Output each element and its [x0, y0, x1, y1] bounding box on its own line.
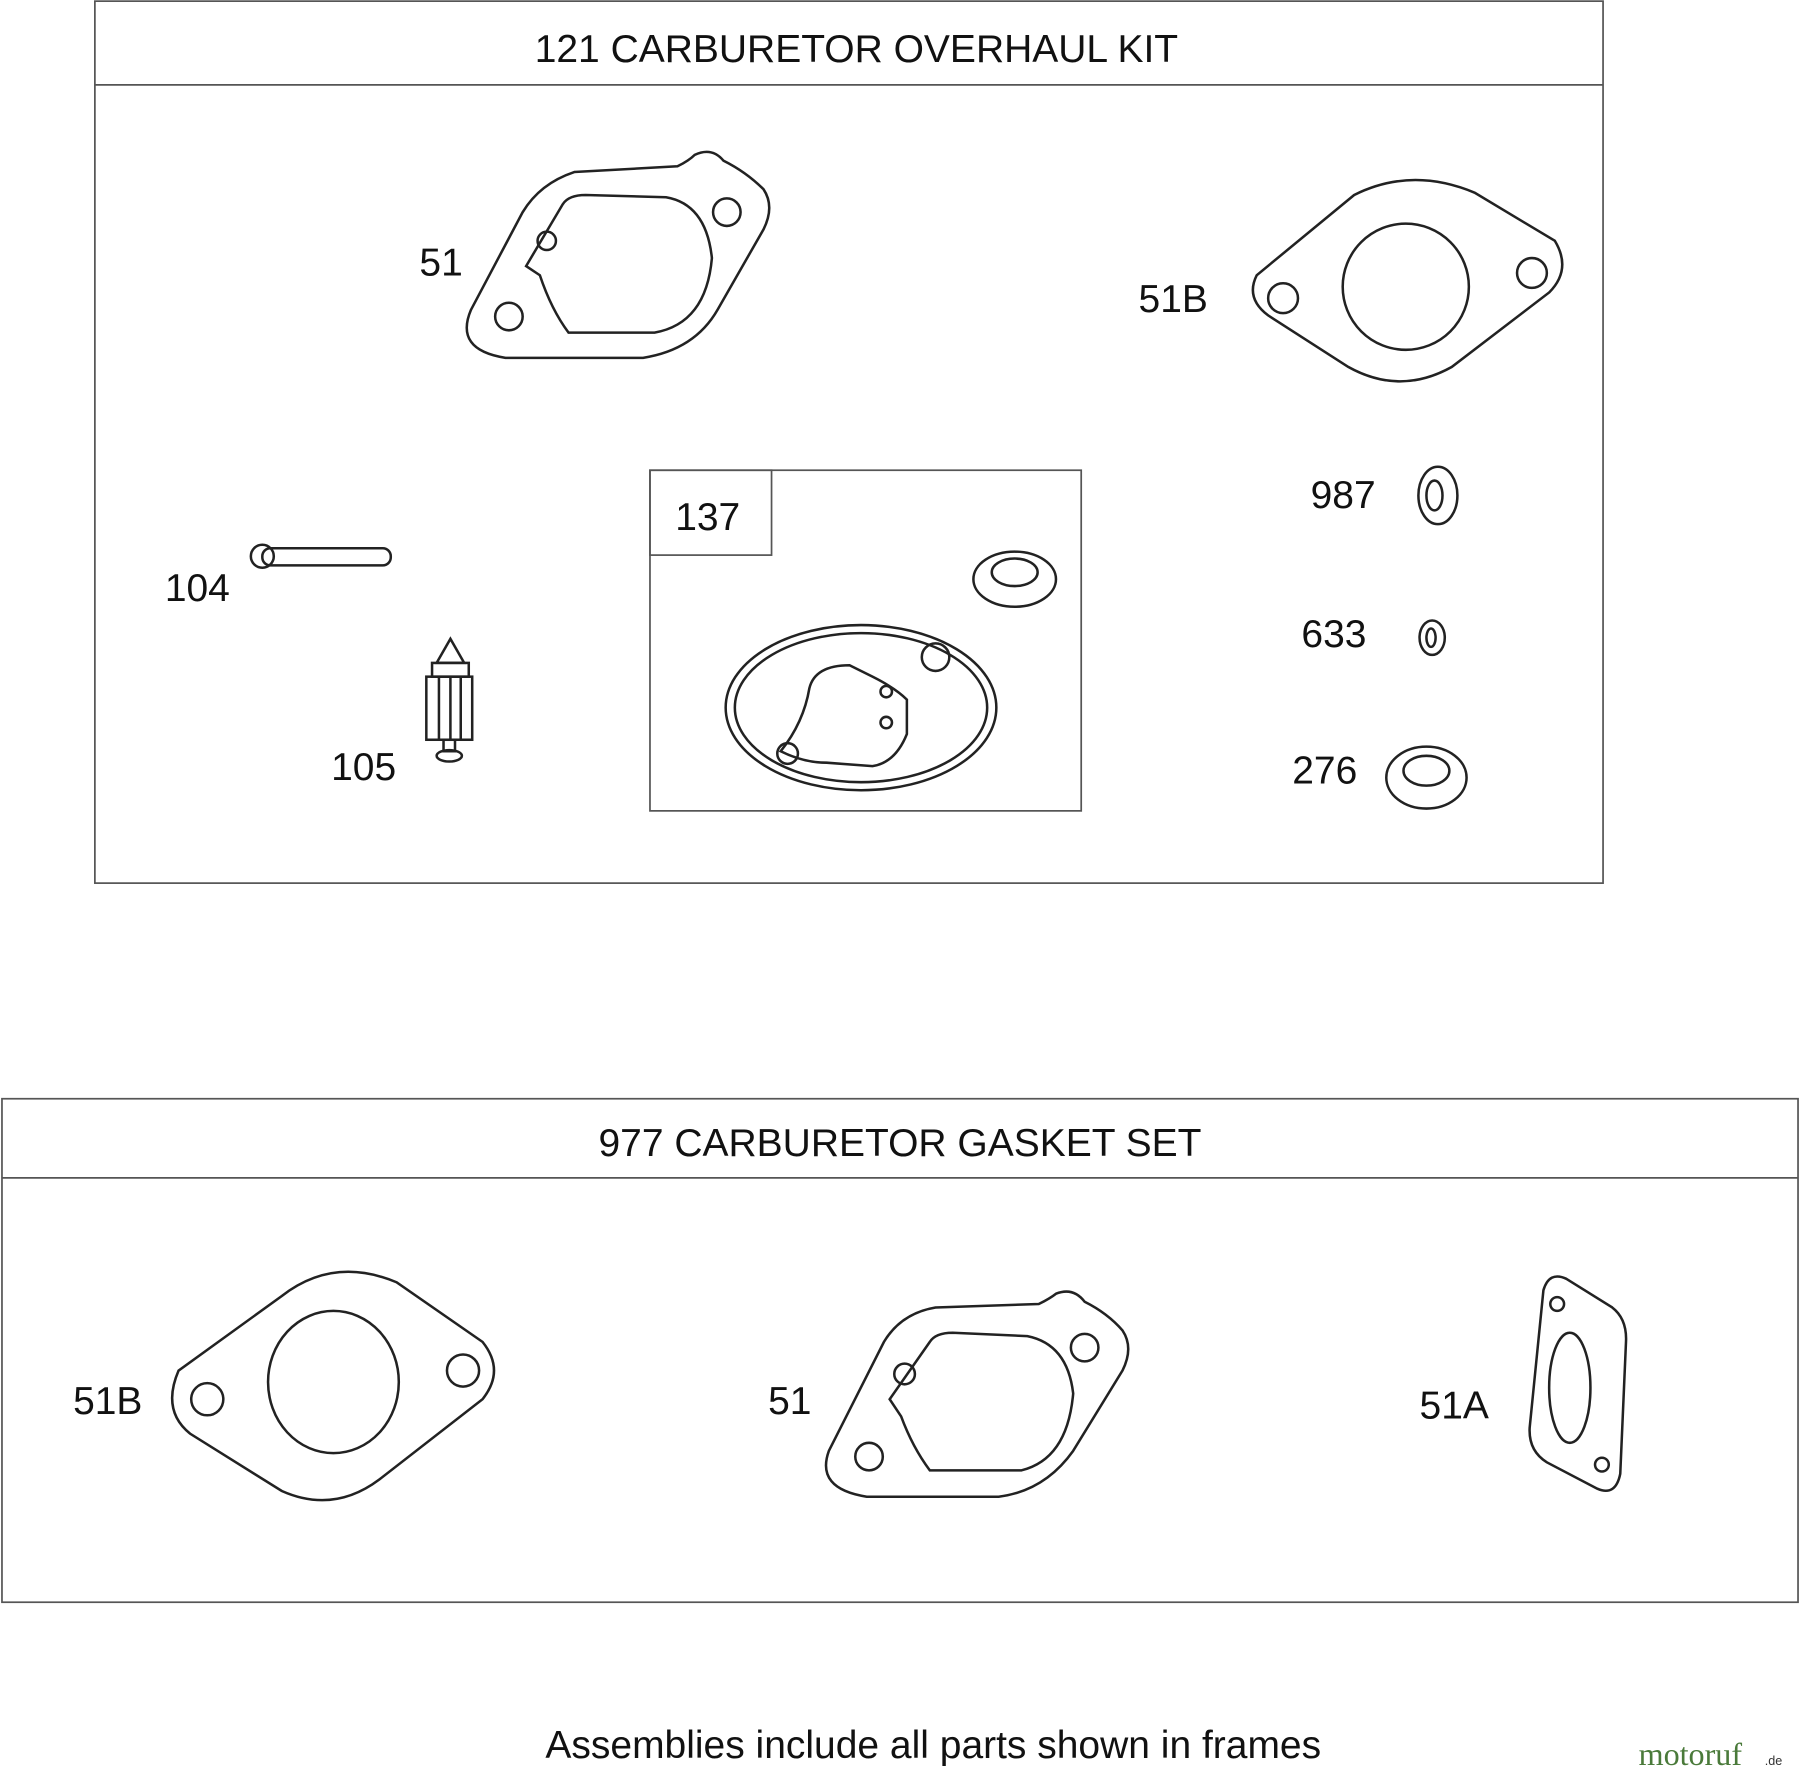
- part-51b-gasket[interactable]: [170, 1270, 496, 1502]
- label-633: 633: [1301, 613, 1366, 656]
- label-51: 51: [419, 241, 462, 284]
- gasket-set-frame: 977 CARBURETOR GASKET SET 51B 51 51A: [1, 1097, 1799, 1604]
- part-987-washer[interactable]: [1417, 465, 1459, 526]
- label-987: 987: [1311, 474, 1376, 517]
- part-276-seal[interactable]: [1385, 745, 1468, 810]
- label-51b: 51B: [73, 1380, 142, 1423]
- label-104: 104: [165, 567, 230, 610]
- overhaul-kit-frame: 121 CARBURETOR OVERHAUL KIT 51 51B 104: [94, 0, 1604, 884]
- part-633-washer[interactable]: [1418, 619, 1447, 657]
- watermark-text: motoruf: [1639, 1736, 1743, 1772]
- part-51-gasket[interactable]: [824, 1290, 1130, 1498]
- part-137-subkit-frame: 137: [649, 469, 1083, 812]
- frame-border: [1, 1097, 1799, 1604]
- watermark-logo: motoruf .de: [1639, 1736, 1783, 1772]
- watermark-suffix: .de: [1765, 1754, 1783, 1768]
- label-137: 137: [675, 496, 740, 539]
- label-51a: 51A: [1420, 1385, 1489, 1428]
- part-51a-gasket[interactable]: [1528, 1275, 1628, 1493]
- part-51-gasket[interactable]: [465, 150, 771, 360]
- overhaul-kit-title: 121 CARBURETOR OVERHAUL KIT: [535, 28, 1178, 71]
- part-137-seal-ring[interactable]: [972, 550, 1058, 608]
- footer-note: Assemblies include all parts shown in fr…: [545, 1724, 1321, 1767]
- label-51: 51: [768, 1380, 811, 1423]
- label-105: 105: [331, 746, 396, 789]
- frame-border: [94, 0, 1604, 884]
- gasket-set-title: 977 CARBURETOR GASKET SET: [598, 1122, 1201, 1165]
- part-51b-gasket[interactable]: [1251, 178, 1564, 383]
- part-137-diaphragm-gasket[interactable]: [724, 623, 998, 792]
- label-276: 276: [1292, 749, 1357, 792]
- label-51b: 51B: [1139, 278, 1208, 321]
- part-105-needle[interactable]: [425, 636, 474, 763]
- part-104-pin[interactable]: [249, 543, 393, 569]
